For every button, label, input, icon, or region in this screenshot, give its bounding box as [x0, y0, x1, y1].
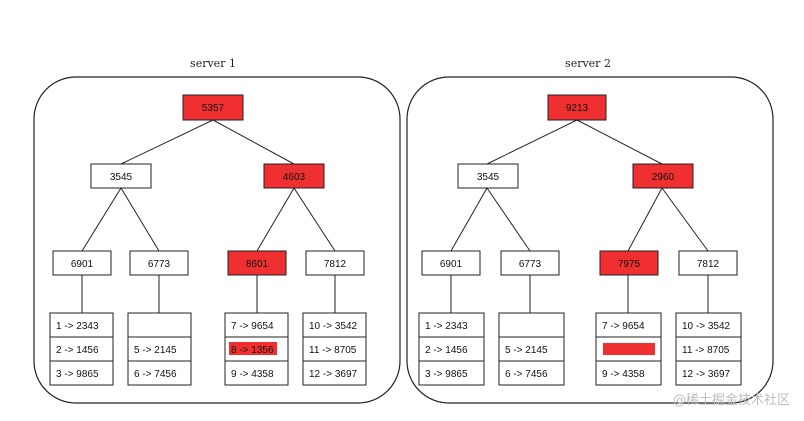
server-2-node-7812 [678, 250, 738, 276]
server-1-bucket-0: 1 -> 2343 2 -> 1456 3 -> 9865 [49, 312, 114, 386]
server-1-bucket-3: 10 -> 3542 11 -> 8705 12 -> 3697 [302, 312, 367, 386]
server-2-l2-label-0: 6901 [440, 259, 463, 270]
server-2-highlight-cell [603, 343, 655, 355]
server-1-node-6773 [129, 250, 189, 276]
bucket-cell: 1 -> 2343 [56, 321, 99, 332]
server-1-node-3545 [90, 163, 152, 189]
bucket-cell: 7 -> 9654 [602, 321, 645, 332]
server-1-bucket-2: 7 -> 9654 8 -> 1356 9 -> 4358 [224, 312, 289, 386]
server-1-node-6901 [52, 250, 112, 276]
bucket-cell: 10 -> 3542 [682, 321, 731, 332]
server-1-title: server 1 [190, 57, 236, 70]
bucket-cell: 12 -> 3697 [682, 369, 731, 380]
bucket-cell: 9 -> 4358 [231, 369, 274, 380]
bucket-cell: 3 -> 9865 [425, 369, 468, 380]
server-2-node-3545 [457, 163, 519, 189]
server-2-node-2960 [632, 163, 694, 189]
server-2-l1-label-1: 2960 [652, 172, 675, 183]
server-2-root-node [547, 94, 607, 121]
server-1-bucket-1: 5 -> 2145 6 -> 7456 [127, 312, 192, 386]
bucket-cell: 5 -> 2145 [505, 345, 548, 356]
bucket-cell: 1 -> 2343 [425, 321, 468, 332]
bucket-cell: 6 -> 7456 [134, 369, 177, 380]
bucket-cell: 2 -> 1456 [56, 345, 99, 356]
server-1-l2-label-0: 6901 [71, 259, 94, 270]
bucket-cell: 8 -> 1356 [231, 345, 274, 356]
server-1-l2-label-3: 7812 [324, 259, 347, 270]
server-2-node-6773 [500, 250, 560, 276]
server-2-l2-label-2: 7975 [618, 259, 641, 270]
bucket-cell: 11 -> 8705 [309, 345, 357, 356]
bucket-cell: 6 -> 7456 [505, 369, 548, 380]
bucket-cell: 7 -> 9654 [231, 321, 274, 332]
server-1-node-7812 [305, 250, 365, 276]
bucket-cell: 9 -> 4358 [602, 369, 645, 380]
server-1-frame [33, 76, 401, 404]
server-2-group: server 2 9213 3545 2960 6901 6773 7975 7… [406, 57, 774, 404]
bucket-cell: 12 -> 3697 [309, 369, 358, 380]
server-1-l2-label-1: 6773 [148, 259, 171, 270]
server-1-edges [81, 119, 336, 313]
bucket-cell: 3 -> 9865 [56, 369, 99, 380]
server-1-group: server 1 5357 3545 4603 6901 6773 860 [33, 57, 401, 404]
watermark: @稀土掘金技术社区 [673, 392, 790, 408]
server-2-l2-label-3: 7812 [697, 259, 720, 270]
server-1-node-4603 [263, 163, 325, 189]
server-2-frame [406, 76, 774, 404]
server-2-node-6901 [421, 250, 481, 276]
bucket-cell: 2 -> 1456 [425, 345, 468, 356]
server-2-l2-label-1: 6773 [519, 259, 542, 270]
bucket-cell: 10 -> 3542 [309, 321, 358, 332]
server-1-root-label: 5357 [202, 103, 225, 114]
server-2-node-7975 [599, 250, 659, 276]
server-1-node-8601 [227, 250, 287, 276]
server-1-l2-label-2: 8601 [246, 259, 269, 270]
server-2-bucket-3: 10 -> 3542 11 -> 8705 12 -> 3697 [675, 312, 742, 386]
bucket-cell: 5 -> 2145 [134, 345, 177, 356]
server-2-edges [450, 119, 709, 313]
server-2-bucket-1: 5 -> 2145 6 -> 7456 [498, 312, 565, 386]
server-2-bucket-0: 1 -> 2343 2 -> 1456 3 -> 9865 [418, 312, 485, 386]
server-1-highlight-cell [229, 342, 277, 355]
server-2-l1-label-0: 3545 [477, 172, 500, 183]
server-1-l1-label-0: 3545 [110, 172, 133, 183]
server-2-root-label: 9213 [566, 103, 589, 114]
server-2-bucket-2: 7 -> 9654 9 -> 4358 [595, 312, 662, 386]
server-1-root-node [182, 94, 244, 121]
bucket-cell: 11 -> 8705 [682, 345, 730, 356]
server-2-title: server 2 [565, 57, 611, 70]
server-1-l1-label-1: 4603 [283, 172, 306, 183]
